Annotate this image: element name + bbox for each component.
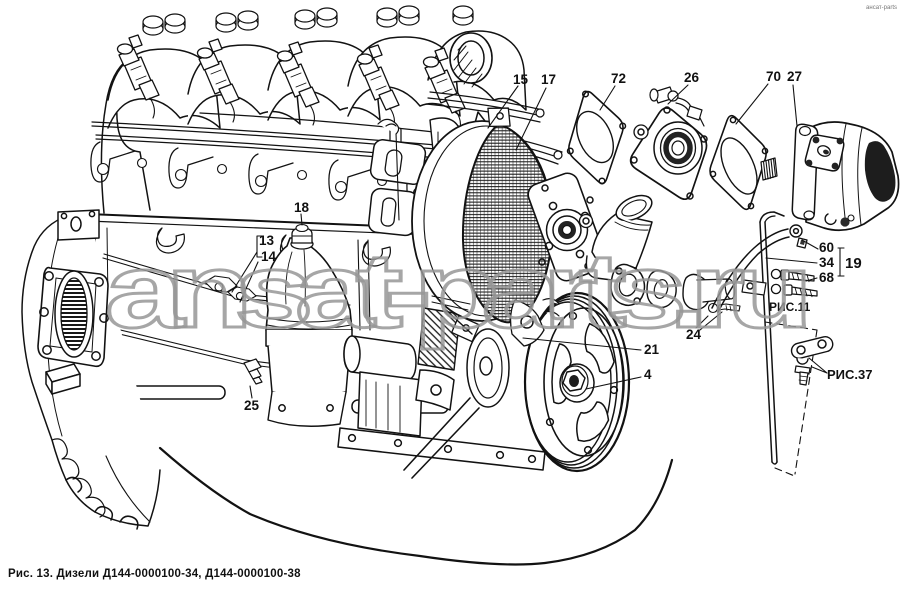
svg-text:Рис. 13. Дизели Д144-0000100: Рис. 13. Дизели Д144-0000100-34, Д144-00… bbox=[8, 568, 301, 580]
svg-text:26: 26 bbox=[684, 70, 700, 85]
svg-text:18: 18 bbox=[294, 200, 310, 215]
svg-text:25: 25 bbox=[244, 398, 260, 413]
svg-text:68: 68 bbox=[819, 270, 835, 285]
svg-text:24: 24 bbox=[686, 327, 702, 342]
svg-text:4: 4 bbox=[644, 367, 652, 382]
svg-text:14: 14 bbox=[261, 249, 277, 264]
svg-text:70: 70 bbox=[766, 69, 781, 84]
svg-text:13: 13 bbox=[259, 233, 275, 248]
svg-text:34: 34 bbox=[819, 255, 835, 270]
svg-text:РИС.37: РИС.37 bbox=[827, 367, 872, 382]
svg-text:60: 60 bbox=[819, 240, 834, 255]
svg-text:15: 15 bbox=[513, 72, 529, 87]
svg-text:72: 72 bbox=[611, 71, 626, 86]
svg-text:27: 27 bbox=[787, 69, 802, 84]
svg-text:ansat-parts.ru: ansat-parts.ru bbox=[105, 231, 804, 350]
svg-text:17: 17 bbox=[541, 72, 556, 87]
svg-text:21: 21 bbox=[644, 342, 660, 357]
svg-text:РИС.11: РИС.11 bbox=[769, 300, 811, 314]
svg-text:19: 19 bbox=[845, 255, 862, 272]
svg-text:ансат-parts: ансат-parts bbox=[866, 5, 897, 11]
